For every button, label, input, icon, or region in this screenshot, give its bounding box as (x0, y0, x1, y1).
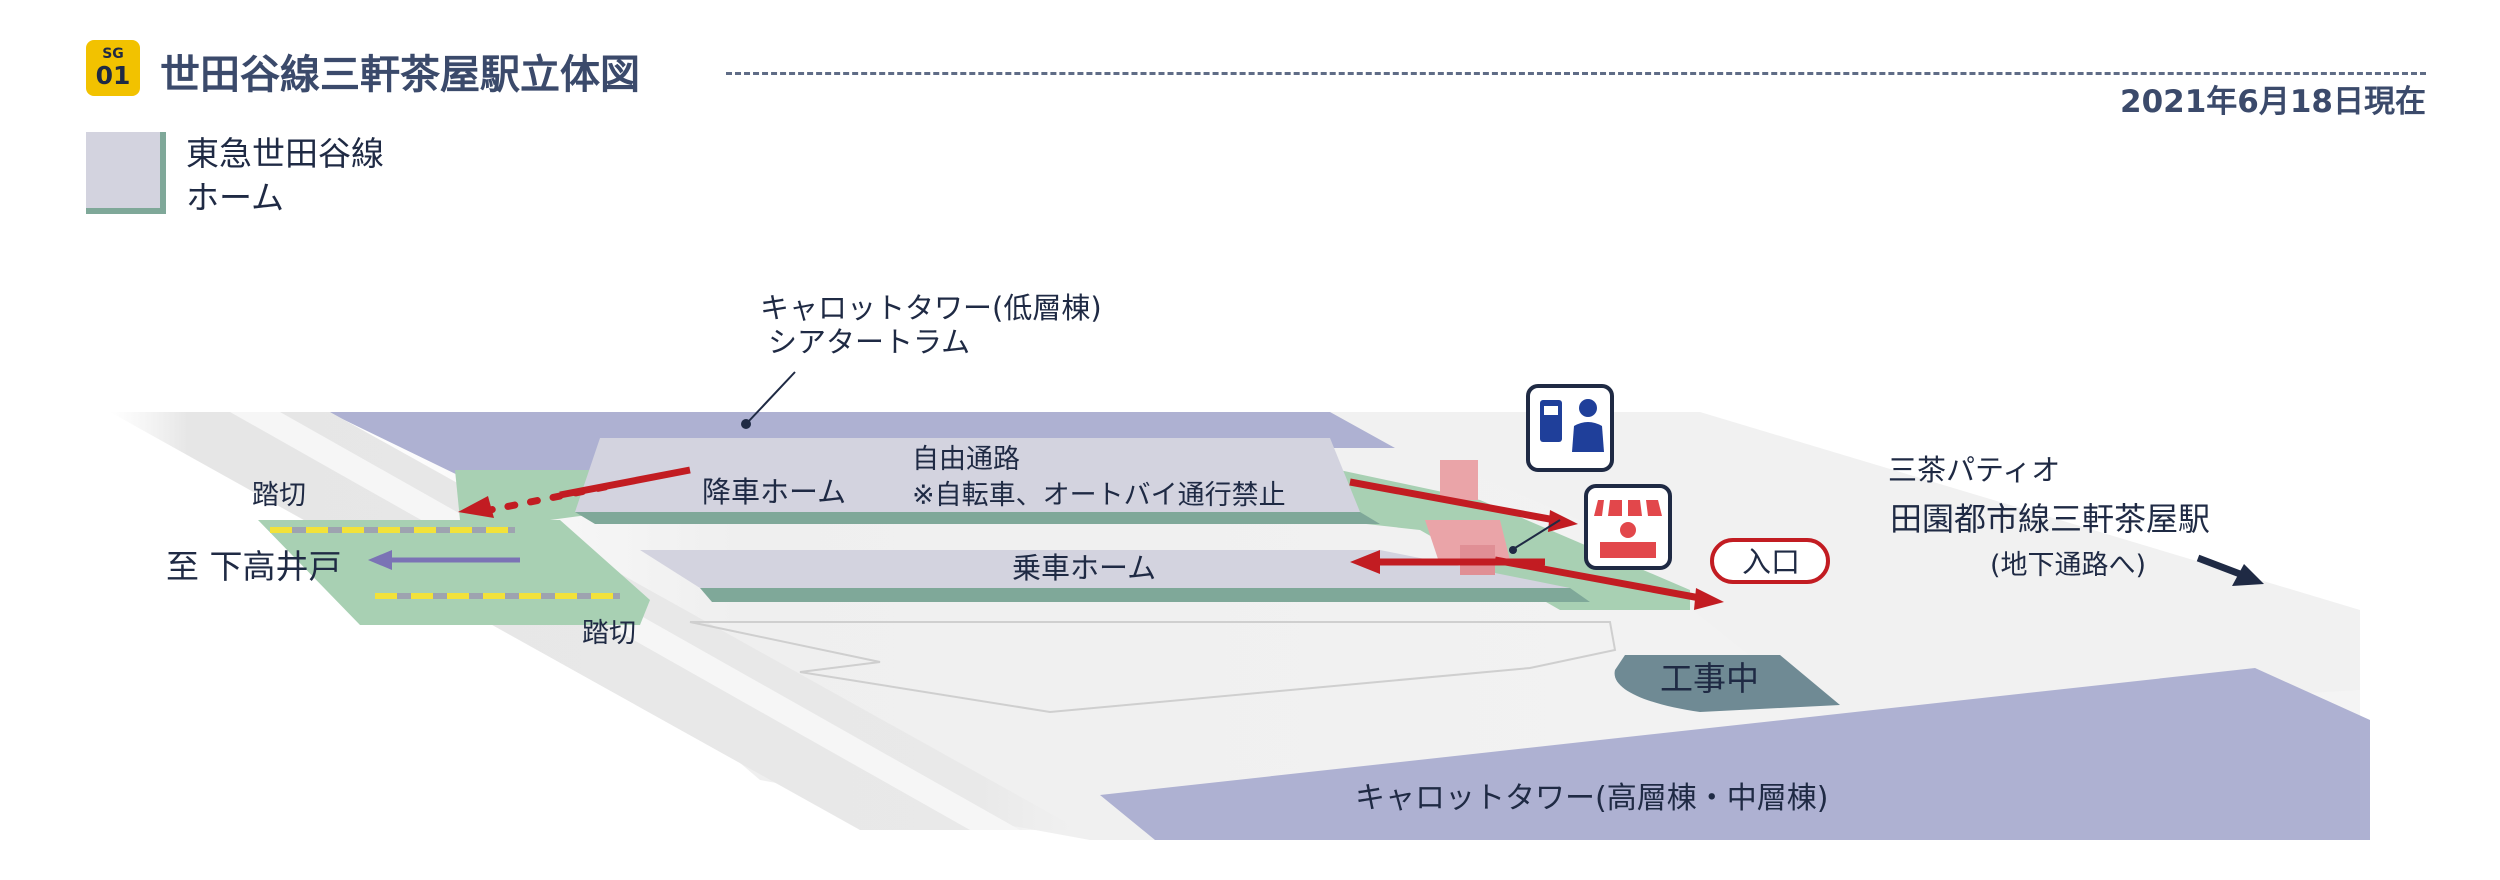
header: SG 01 世田谷線三軒茶屋駅立体図 2021年6月18日現在 (86, 40, 2426, 120)
route-arrow-arrival-head (458, 496, 494, 518)
route-arrow-entrance-bottom (1494, 556, 1701, 602)
departure-platform-label: 乗車ホーム (1012, 551, 1156, 585)
leader-line-carrot-low (747, 371, 796, 423)
sancha-patio-label: 三茶パティオ (1888, 453, 2060, 487)
crossing-area-right (1330, 468, 1690, 610)
page-title: 世田谷線三軒茶屋駅立体図 (160, 52, 640, 98)
route-arrow-arrival-dotted (486, 483, 609, 514)
leader-line-ticket (1514, 519, 1561, 549)
legend-label-line1: 東急世田谷線 (186, 134, 384, 173)
arrival-platform (575, 438, 1360, 512)
destination-label: 至 下高井戸 (166, 547, 342, 586)
carrot-tower-high-label: キャロットタワー(高層棟・中層棟) (1355, 781, 1828, 816)
bike-prohibited-notice: ※自転車、オートバイ通行禁止 (912, 480, 1286, 511)
shop-icon (1584, 484, 1672, 570)
den-en-toshi-station-label: 田園都市線三軒茶屋駅 (1890, 500, 2210, 538)
carrot-tower-low-label-line2: シアタートラム (768, 325, 970, 359)
station-number-badge: SG 01 (86, 40, 140, 96)
underground-direction-line (2196, 554, 2242, 578)
entrance-label: 入口 (1742, 545, 1800, 579)
route-arrow-entrance-bottom-head (1694, 588, 1724, 610)
entrance-label-box (1710, 538, 1830, 584)
route-arrow-entrance-top-head (1548, 510, 1578, 532)
leader-dot-carrot-low (741, 419, 751, 429)
railroad-crossing-label-top: 踏切 (252, 480, 306, 511)
departure-platform-edge (700, 588, 1590, 602)
as-of-date: 2021年6月18日現在 (2120, 84, 2426, 120)
badge-line-code: SG (102, 46, 124, 62)
track-direction-arrowhead (368, 550, 392, 570)
underground-direction-arrowhead (2232, 564, 2264, 586)
arrival-platform-edge (575, 512, 1380, 524)
railroad-crossing-label-bottom: 踏切 (582, 618, 636, 649)
route-arrow-departure-left-head (1350, 550, 1380, 574)
header-divider (726, 72, 2426, 75)
construction-area (1614, 655, 1840, 712)
legend-label-line2: ホーム (186, 178, 285, 217)
ticket-machine-staff-icon (1526, 384, 1614, 472)
arrival-platform-label: 降車ホーム (702, 475, 846, 509)
station-building-tower (1440, 460, 1478, 500)
badge-station-number: 01 (95, 61, 131, 90)
underground-passage-note: (地下通路へ) (1990, 550, 2146, 581)
legend-swatch-platform (86, 132, 166, 214)
construction-label: 工事中 (1660, 659, 1759, 698)
carrot-tower-low-label-line1: キャロットタワー(低層棟) (760, 291, 1102, 325)
carrot-tower-high-rise-building (1100, 668, 2370, 840)
legend-label: 東急世田谷線 ホーム (186, 132, 384, 220)
departure-platform (640, 550, 1570, 588)
lower-plaza-outline (689, 621, 1617, 714)
leader-dot-ticket (1509, 546, 1517, 554)
free-passage-label: 自由通路 (912, 444, 1020, 475)
route-arrow-entrance-top (1349, 478, 1556, 524)
